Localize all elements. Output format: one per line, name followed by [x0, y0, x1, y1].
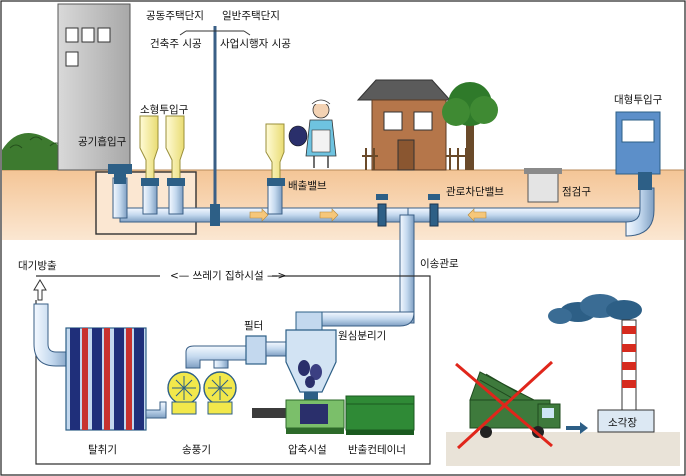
compactor	[252, 399, 345, 434]
small-inlet-3	[265, 123, 285, 186]
label-air-exhaust: 대기방출	[18, 260, 57, 272]
inspection-port	[524, 168, 562, 203]
shutoff-valve-1	[376, 194, 388, 227]
export-container	[345, 395, 415, 435]
label-discharge-valve: 배출밸브	[288, 180, 327, 192]
tree	[442, 82, 498, 170]
landfill-ground	[446, 432, 680, 466]
label-deodorizer: 탈취기	[88, 444, 117, 456]
label-housing-complex: 일반주택단지	[222, 10, 280, 22]
label-filter: 필터	[244, 320, 264, 332]
label-developer-construction: 사업시행자 시공	[220, 38, 291, 50]
shutoff-valve-2	[428, 194, 440, 227]
label-inspection-port: 점검구	[562, 186, 591, 198]
label-new-construction: 건축주 시공	[150, 38, 202, 50]
label-waste-collection-facility: <— 쓰레기 집하시설 —>	[170, 270, 287, 282]
house	[356, 79, 452, 171]
air-intake-hood	[108, 164, 132, 184]
prohibition-cross	[455, 360, 554, 450]
small-inlet-1	[139, 115, 159, 186]
apartment-building	[57, 3, 131, 171]
label-container: 반출컨테이너	[348, 444, 406, 456]
large-inlet	[615, 111, 661, 190]
label-small-inlet: 소형투입구	[140, 104, 189, 116]
dump-truck	[469, 371, 561, 438]
smoke-cloud	[548, 294, 642, 324]
resident-figure	[288, 99, 337, 168]
label-waste-collection-facility-text: 쓰레기 집하시설	[192, 270, 264, 282]
blower-1	[167, 371, 201, 415]
facility-boundary	[35, 275, 431, 465]
label-pipe-shutoff-valve: 관로차단밸브	[446, 186, 504, 198]
deodorizer	[65, 327, 147, 431]
label-air-intake: 공기흡입구	[78, 136, 127, 148]
label-large-inlet: 대형투입구	[614, 94, 663, 106]
cyclone-separator	[285, 311, 337, 402]
boundary-valve	[210, 204, 220, 226]
filter	[245, 335, 289, 365]
incinerator	[597, 319, 655, 433]
label-blower: 송풍기	[182, 444, 211, 456]
label-transfer-pipe: 이송관로	[420, 258, 459, 270]
label-compactor: 압축시설	[288, 444, 327, 456]
transfer-pipe-vertical	[399, 214, 415, 324]
incinerator-arrow	[566, 422, 588, 434]
exhaust-arrow	[33, 279, 47, 301]
label-cyclone-separator: 원심분리기	[338, 330, 387, 342]
label-incinerator: 소각장	[608, 417, 637, 429]
label-apartment-complex: 공동주택단지	[146, 10, 204, 22]
main-pipe-east	[407, 207, 641, 223]
blower-2	[203, 371, 237, 415]
small-inlet-2	[165, 115, 185, 186]
